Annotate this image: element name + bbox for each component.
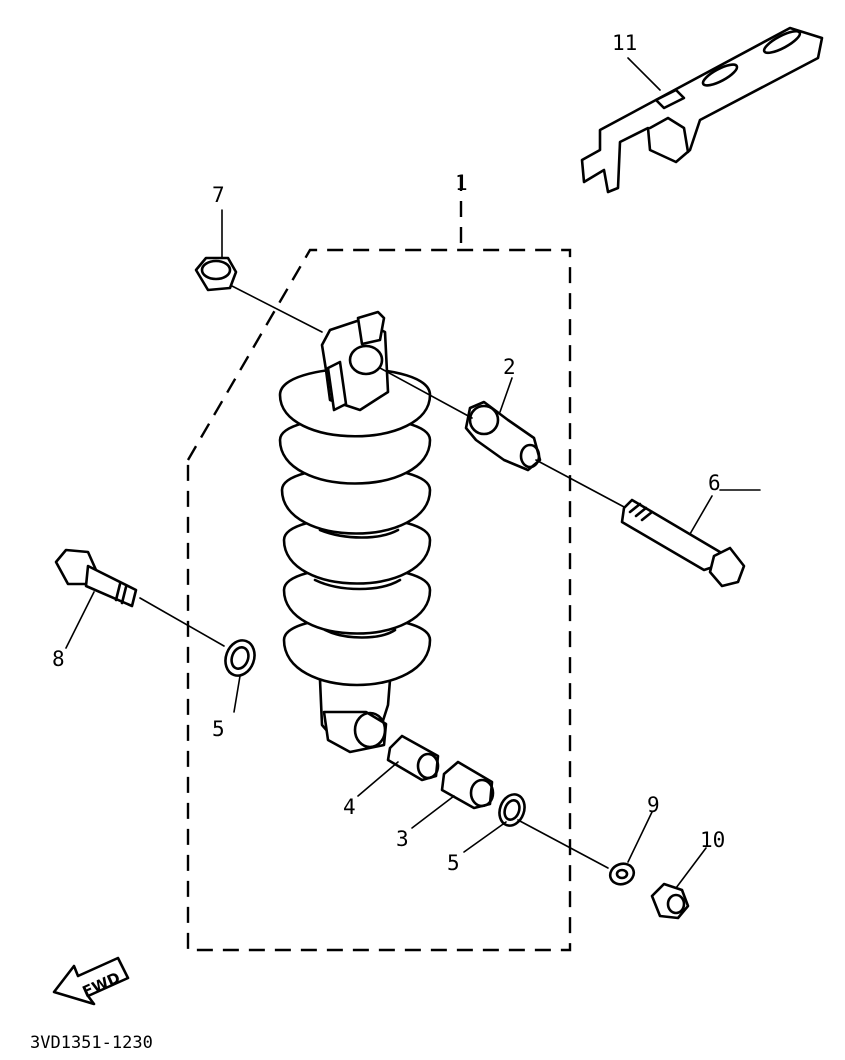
callout-3: 3: [396, 827, 409, 851]
nut-part-10: [650, 882, 690, 920]
shock-absorber-part: [278, 310, 432, 754]
washer-part-5-left: [224, 639, 256, 677]
callout-11: 11: [612, 31, 637, 55]
washer-part-5-right: [498, 793, 609, 869]
callout-5-right: 5: [447, 851, 460, 875]
nut-part-7: [194, 256, 323, 333]
callout-2: 2: [503, 355, 516, 379]
collar-part-3: [440, 760, 495, 810]
bushing-part-4: [386, 734, 440, 782]
bolt-part-8: [54, 548, 225, 647]
bracket-part: [580, 26, 824, 194]
leader-lines: [65, 57, 713, 889]
bolt-part-6: [620, 489, 761, 588]
assembly-outline: [186, 175, 572, 952]
fwd-arrow-icon: FWD: [52, 956, 130, 1006]
callout-8: 8: [52, 647, 65, 671]
callout-4: 4: [343, 795, 356, 819]
callout-labels: 11 1 7 2 6 8 5 4 3 5 9 10: [52, 31, 725, 875]
callout-1: 1: [455, 171, 468, 195]
washer-part-9: [608, 862, 636, 886]
callout-7: 7: [212, 183, 225, 207]
callout-6: 6: [708, 471, 721, 495]
collar-part-2: [379, 367, 627, 509]
diagram-code: 3VD1351-1230: [30, 1033, 153, 1053]
callout-9: 9: [647, 793, 660, 817]
callout-10: 10: [700, 828, 725, 852]
callout-5-left: 5: [212, 717, 225, 741]
